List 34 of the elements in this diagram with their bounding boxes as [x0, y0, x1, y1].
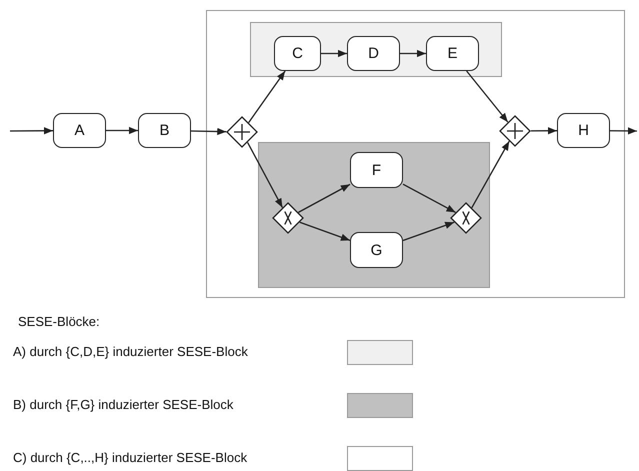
sequence-flow-arrow — [321, 50, 347, 58]
sequence-flow-arrow — [471, 140, 510, 208]
task-box: C — [274, 36, 321, 71]
sequence-flow-arrow — [247, 142, 283, 208]
sequence-flow-arrow — [190, 128, 226, 136]
task-box: F — [350, 152, 403, 188]
sequence-flow-arrow — [300, 222, 350, 242]
block-region — [206, 10, 625, 298]
sequence-flow-arrow — [610, 127, 637, 135]
parallel-gateway-diamond — [499, 115, 531, 147]
legend-text: A) durch {C,D,E} induzierter SESE-Block — [13, 344, 248, 359]
legend-text: C) durch {C,..,H} induzierter SESE-Block — [13, 450, 248, 465]
task-box: B — [138, 113, 191, 148]
exclusive-gateway-diamond — [450, 202, 482, 234]
parallel-gateway-diamond — [226, 116, 258, 148]
task-box: G — [350, 232, 403, 268]
legend-title: SESE-Blöcke: — [18, 314, 100, 329]
exclusive-gateway-diamond — [272, 202, 304, 234]
sequence-flow-arrow — [106, 126, 138, 134]
block-region — [258, 142, 490, 288]
task-box: H — [557, 113, 610, 148]
block-region — [250, 22, 502, 77]
sequence-flow-arrow — [10, 127, 53, 134]
task-box: E — [426, 36, 479, 71]
sequence-flow-arrow — [402, 222, 454, 242]
task-box: D — [347, 36, 400, 71]
sequence-flow-arrow — [400, 50, 426, 58]
sequence-flow-arrow — [402, 184, 456, 213]
sequence-flow-arrow — [466, 70, 508, 123]
task-box: A — [53, 113, 106, 148]
legend-text: B) durch {F,G} induzierter SESE-Block — [13, 397, 234, 412]
sequence-flow-arrow — [248, 70, 286, 123]
sequence-flow-arrow — [530, 127, 557, 134]
sequence-flow-arrow — [298, 184, 350, 213]
